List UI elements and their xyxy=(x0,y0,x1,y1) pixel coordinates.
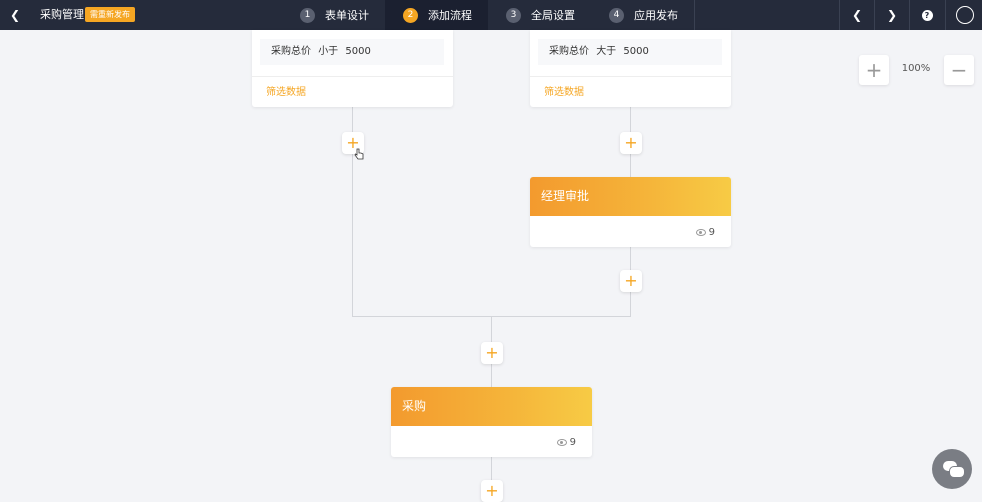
add-node-button[interactable]: + xyxy=(620,270,642,292)
condition-operator: 小于 xyxy=(318,46,339,57)
chevron-left-icon: ❮ xyxy=(9,8,21,22)
plus-icon: + xyxy=(865,58,883,82)
chat-button[interactable] xyxy=(932,449,972,489)
help-icon: ? xyxy=(921,9,933,21)
tab-form-design[interactable]: 1 表单设计 xyxy=(282,0,385,30)
top-bar: ❮ 采购管理 需重新发布 1 表单设计 2 添加流程 3 全局设置 4 应用发布… xyxy=(0,0,982,30)
condition-row: 采购总价 大于 5000 xyxy=(538,39,722,65)
condition-value: 5000 xyxy=(345,46,371,57)
filter-data-link[interactable]: 筛选数据 xyxy=(266,87,306,98)
condition-card[interactable]: 采购总价 小于 5000 筛选数据 xyxy=(252,30,453,107)
user-button[interactable] xyxy=(945,0,982,30)
step-tabs: 1 表单设计 2 添加流程 3 全局设置 4 应用发布 xyxy=(282,0,695,30)
plus-icon: + xyxy=(485,481,499,500)
condition-card[interactable]: 采购总价 大于 5000 筛选数据 xyxy=(530,30,731,107)
approval-node[interactable]: 经理审批 9 xyxy=(530,177,731,247)
help-button[interactable]: ? xyxy=(909,0,944,30)
step-label: 应用发布 xyxy=(634,9,678,22)
node-view-count: 9 xyxy=(556,437,576,448)
filter-data-link[interactable]: 筛选数据 xyxy=(544,87,584,98)
step-number: 1 xyxy=(300,7,315,23)
chevron-right-icon: ❯ xyxy=(886,8,898,22)
eye-icon xyxy=(556,439,567,446)
minus-icon: − xyxy=(950,58,968,82)
step-number: 3 xyxy=(506,7,521,23)
condition-row: 采购总价 小于 5000 xyxy=(260,39,444,65)
zoom-level: 100% xyxy=(901,63,931,74)
tab-app-publish[interactable]: 4 应用发布 xyxy=(591,0,695,30)
add-node-button[interactable]: + xyxy=(620,132,642,154)
view-count: 9 xyxy=(708,227,715,238)
hand-cursor-icon xyxy=(354,148,364,160)
next-button[interactable]: ❯ xyxy=(874,0,909,30)
app-title: 采购管理 xyxy=(40,8,84,21)
node-title: 经理审批 xyxy=(530,177,731,216)
step-number: 4 xyxy=(609,7,624,23)
circle-icon xyxy=(955,6,974,24)
step-label: 表单设计 xyxy=(325,9,369,22)
tab-global-settings[interactable]: 3 全局设置 xyxy=(488,0,591,30)
chat-icon-part xyxy=(949,466,965,478)
tab-add-flow[interactable]: 2 添加流程 xyxy=(385,0,488,30)
condition-operator: 大于 xyxy=(596,46,617,57)
plus-icon: + xyxy=(346,133,360,152)
divider xyxy=(530,76,731,77)
add-node-button[interactable]: + xyxy=(481,480,503,502)
condition-field: 采购总价 xyxy=(271,46,311,57)
plus-icon: + xyxy=(624,133,638,152)
step-label: 添加流程 xyxy=(428,9,472,22)
step-label: 全局设置 xyxy=(531,9,575,22)
plus-icon: + xyxy=(624,271,638,290)
condition-value: 5000 xyxy=(623,46,649,57)
node-title: 采购 xyxy=(391,387,592,426)
zoom-in-button[interactable]: + xyxy=(859,55,889,85)
purchase-node[interactable]: 采购 9 xyxy=(391,387,592,457)
condition-field: 采购总价 xyxy=(549,46,589,57)
eye-icon xyxy=(695,229,706,236)
zoom-out-button[interactable]: − xyxy=(944,55,974,85)
add-node-button[interactable]: + xyxy=(342,132,364,154)
status-badge: 需重新发布 xyxy=(85,7,135,22)
view-count: 9 xyxy=(569,437,576,448)
add-node-button[interactable]: + xyxy=(481,342,503,364)
chevron-left-icon: ❮ xyxy=(851,8,863,22)
connector-line xyxy=(491,456,492,500)
plus-icon: + xyxy=(485,343,499,362)
connector-line xyxy=(352,107,353,317)
back-button[interactable]: ❮ xyxy=(0,0,30,30)
step-number: 2 xyxy=(403,7,418,23)
prev-button[interactable]: ❮ xyxy=(839,0,874,30)
divider xyxy=(252,76,453,77)
node-view-count: 9 xyxy=(695,227,715,238)
